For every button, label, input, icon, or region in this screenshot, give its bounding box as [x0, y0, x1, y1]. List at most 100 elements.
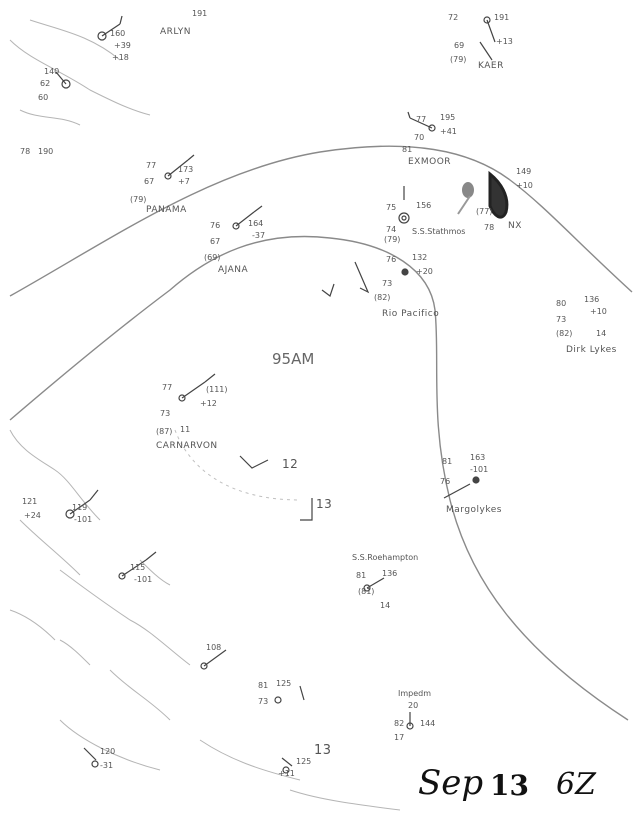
obs-dirk-b: 136 [584, 295, 600, 304]
obs-arlyn-top: 191 [192, 9, 208, 18]
obs-dirk-a: 80 [556, 299, 567, 308]
isobar-outer [9, 145, 633, 297]
obs-margolykes-b: 163 [470, 453, 486, 462]
obs-impedm-c: 17 [394, 733, 405, 742]
obs-stathmos-d: (79) [384, 235, 401, 244]
obs-margolykes-a: 81 [442, 457, 453, 466]
chart-date-hour: 6Z [556, 767, 596, 802]
storm-center-label: 95AM [272, 350, 315, 368]
obs-stathmos-b: 156 [416, 201, 432, 210]
coastline [9, 19, 401, 811]
obs-carnarvon-c: +12 [200, 399, 217, 408]
obs-nx-a: 149 [516, 167, 532, 176]
obs-caribbean-c: 81 [258, 681, 269, 690]
obs-nx-c: (77) [476, 207, 493, 216]
obs-bottom-d: +11 [278, 769, 295, 778]
obs-bottom-b: -31 [100, 761, 114, 770]
obs-panama-e: (79) [130, 195, 147, 204]
obs-impedm-a: 20 [408, 701, 419, 710]
storm-scribble [457, 170, 509, 219]
track [174, 429, 301, 501]
obs-caribbean-b: 125 [276, 679, 292, 688]
obs-kaer-c: +13 [496, 37, 513, 46]
obs-exmoor-c: +41 [440, 127, 457, 136]
obs-margolykes-d: 76 [440, 477, 451, 486]
ship-carnarvon: CARNARVON [156, 441, 218, 451]
obs-exmoor-b: 195 [440, 113, 456, 122]
obs-carnarvon-b: (111) [206, 385, 228, 394]
obs-leeward-c: -101 [74, 515, 93, 524]
obs-ajana-c: -37 [252, 231, 266, 240]
obs-panama-d: 67 [144, 177, 155, 186]
obs-impedm-d: 144 [420, 719, 436, 728]
wind-note-12: 12 [282, 457, 299, 471]
obs-carnarvon-f: 11 [180, 425, 191, 434]
obs-panama-b: 173 [178, 165, 194, 174]
obs-nw-c: 60 [38, 93, 49, 102]
obs-left-a: 78 [20, 147, 31, 156]
obs-roehampton-d: 14 [380, 601, 391, 610]
obs-dirk-f: 14 [596, 329, 607, 338]
obs-kaer-a: 72 [448, 13, 459, 22]
obs-arlyn-a: 160 [110, 29, 126, 38]
chart-date-day: 13 [490, 769, 529, 802]
wind-note-13: 13 [316, 497, 333, 511]
ship-rio-pacifico: Rio Pacifico [382, 309, 440, 319]
obs-kaer-d: 69 [454, 41, 465, 50]
ship-panama: PANAMA [146, 205, 187, 215]
obs-exmoor-e: 81 [402, 145, 413, 154]
obs-ajana-e: (69) [204, 253, 221, 262]
obs-panama-c: +7 [178, 177, 190, 186]
obs-ajana-b: 164 [248, 219, 264, 228]
obs-roehampton-c: (81) [358, 587, 375, 596]
obs-pacifico-a: 76 [386, 255, 397, 264]
obs-pacifico-d: 73 [382, 279, 393, 288]
ship-nx: NX [508, 221, 522, 231]
station-marks [55, 15, 496, 774]
obs-exmoor-d: 70 [414, 133, 425, 142]
obs-panama-a: 77 [146, 161, 157, 170]
obs-dirk-c: +10 [590, 307, 607, 316]
ship-margolykes: Margolykes [446, 505, 502, 515]
obs-stathmos-a: 75 [386, 203, 397, 212]
ship-exmoor: EXMOOR [408, 157, 452, 167]
obs-nw-b: 62 [40, 79, 51, 88]
obs-leeward-b: 119 [72, 503, 88, 512]
isobar-inner [9, 235, 629, 721]
obs-bottom-a: 120 [100, 747, 116, 756]
obs-bottom-c: 125 [296, 757, 312, 766]
obs-leeward-a: 121 [22, 497, 38, 506]
obs-island-a: 115 [130, 563, 146, 572]
wind-note-13b: 13 [314, 743, 332, 758]
obs-margolykes-c: -101 [470, 465, 489, 474]
obs-island-b: -101 [134, 575, 153, 584]
isobars [9, 145, 633, 721]
obs-caribbean-a: 108 [206, 643, 222, 652]
obs-ajana-d: 67 [210, 237, 221, 246]
chart-date-month: Sep [418, 763, 484, 803]
obs-pacifico-b: 132 [412, 253, 428, 262]
obs-carnarvon-a: 77 [162, 383, 173, 392]
ship-stathmos: S.S.Stathmos [412, 227, 466, 236]
obs-carnarvon-d: 73 [160, 409, 171, 418]
ship-roehampton: S.S.Roehampton [352, 553, 419, 562]
ship-kaer: KAER [478, 61, 504, 71]
obs-arlyn-c: +18 [112, 53, 129, 62]
ship-ajana: AJANA [218, 265, 249, 275]
obs-leeward-d: +24 [24, 511, 41, 520]
obs-roehampton-b: 136 [382, 569, 398, 578]
obs-nx-d: 78 [484, 223, 495, 232]
ship-dirk-lykes: Dirk Lykes [566, 345, 617, 355]
obs-exmoor-a: 77 [416, 115, 427, 124]
obs-kaer-e: (79) [450, 55, 467, 64]
obs-pacifico-e: (82) [374, 293, 391, 302]
obs-carnarvon-e: (87) [156, 427, 173, 436]
obs-impedm-b: 82 [394, 719, 405, 728]
obs-roehampton-a: 81 [356, 571, 367, 580]
obs-nw-a: 140 [44, 67, 60, 76]
ship-impedm: Impedm [398, 689, 432, 698]
obs-kaer-b: 191 [494, 13, 510, 22]
obs-pacifico-c: +20 [416, 267, 433, 276]
obs-dirk-e: (82) [556, 329, 573, 338]
